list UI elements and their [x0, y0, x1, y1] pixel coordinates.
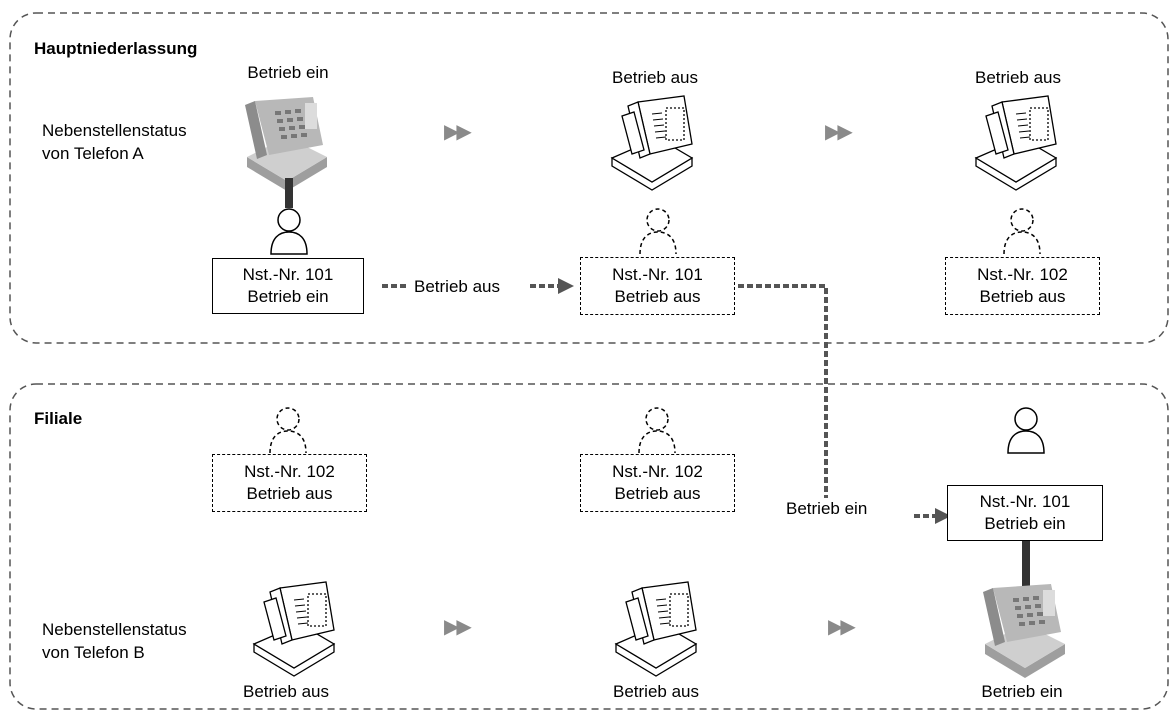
extension-box-101-on: Nst.-Nr. 101 Betrieb ein [212, 258, 364, 314]
phone-b-state-2: Betrieb aus [613, 682, 699, 701]
extension-status: Betrieb ein [984, 514, 1066, 533]
extension-status: Betrieb ein [247, 287, 329, 306]
extension-box-101-on: Nst.-Nr. 101 Betrieb ein [947, 485, 1103, 541]
extension-number: Nst.-Nr. 101 [612, 265, 703, 284]
roaming-connector-line [738, 284, 828, 500]
phone-b-state-3: Betrieb ein [981, 682, 1063, 701]
phone-a-idle-icon [975, 95, 1057, 191]
extension-status: Betrieb aus [979, 287, 1066, 306]
next-step-icon: ▶▶ [444, 616, 472, 638]
phone-a-label-line2: von Telefon A [42, 144, 144, 163]
extension-box-101-off: Nst.-Nr. 101 Betrieb aus [580, 257, 735, 315]
extension-status: Betrieb aus [614, 484, 701, 503]
person-placeholder-icon [1003, 208, 1041, 255]
arrow-head-icon [935, 508, 951, 524]
person-icon [270, 208, 308, 255]
person-placeholder-icon [639, 208, 677, 255]
head-office-frame [9, 12, 1169, 344]
phone-b-state-1: Betrieb aus [243, 682, 329, 701]
login-label: Betrieb ein [786, 498, 868, 520]
phone-a-state-3: Betrieb aus [975, 68, 1061, 87]
region-title-branch: Filiale [34, 409, 83, 428]
extension-box-102-off: Nst.-Nr. 102 Betrieb aus [580, 454, 735, 512]
phone-a-idle-icon [611, 95, 693, 191]
phone-a-connection [285, 178, 293, 208]
phone-a-active-icon [245, 97, 327, 191]
phone-b-idle-icon [615, 581, 697, 677]
phone-a-label-line1: Nebenstellenstatus [42, 121, 187, 140]
arrow-head-icon [558, 278, 574, 294]
phone-b-idle-icon [253, 581, 335, 677]
extension-number: Nst.-Nr. 102 [977, 265, 1068, 284]
next-step-icon: ▶▶ [828, 616, 856, 638]
next-step-icon: ▶▶ [444, 121, 472, 143]
region-title-head-office: Hauptniederlassung [34, 39, 198, 58]
extension-number: Nst.-Nr. 102 [244, 462, 335, 481]
phone-b-label-line2: von Telefon B [42, 643, 145, 662]
phone-a-state-1: Betrieb ein [247, 63, 329, 82]
phone-b-connection [1022, 541, 1030, 593]
phone-b-label-line1: Nebenstellenstatus [42, 620, 187, 639]
next-step-icon: ▶▶ [825, 121, 853, 143]
extension-number: Nst.-Nr. 102 [612, 462, 703, 481]
extension-status: Betrieb aus [246, 484, 333, 503]
logout-label: Betrieb aus [414, 276, 500, 298]
phone-b-active-icon [983, 584, 1065, 678]
extension-number: Nst.-Nr. 101 [979, 492, 1071, 511]
branch-frame [9, 383, 1169, 710]
extension-status: Betrieb aus [614, 287, 701, 306]
person-icon [1007, 407, 1045, 454]
phone-a-state-2: Betrieb aus [612, 68, 698, 87]
extension-number: Nst.-Nr. 101 [242, 265, 334, 284]
extension-box-102-off: Nst.-Nr. 102 Betrieb aus [212, 454, 367, 512]
extension-box-102-off: Nst.-Nr. 102 Betrieb aus [945, 257, 1100, 315]
person-placeholder-icon [638, 407, 676, 454]
person-placeholder-icon [269, 407, 307, 454]
